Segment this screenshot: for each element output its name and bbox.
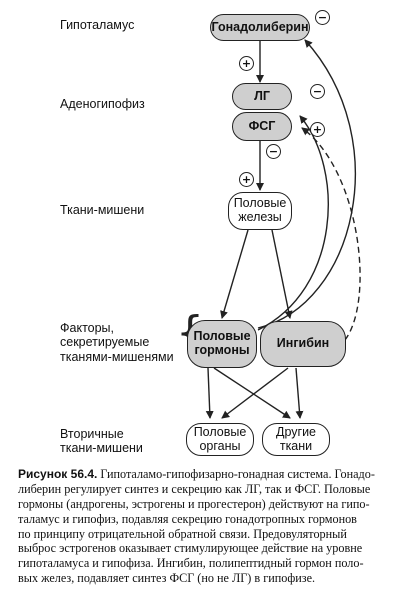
level-adenohypophysis: Аденогипофиз [60,97,145,111]
caption-line1: Рисунок 56.4. Гипоталамо-гипофизарно-гон… [18,467,406,482]
node-sex-hormones-line2: гормоны [194,343,250,357]
level-target-tissues: Ткани-мишени [60,203,145,217]
caption-line8: вых желез, подавляет синтез ФСГ (но не Л… [18,571,316,586]
feedback-inhibin-to-fsh [301,127,361,341]
arrow-gonads-to-sex-hormones [220,229,249,319]
level-hypothalamus: Гипоталамус [60,18,135,32]
arrow-gonads-to-inhibin [271,229,293,319]
caption-line5: по принципу отрицательной обратной связи… [18,526,347,541]
caption-line4: таламус и гипофиз, подавляя секрецию гон… [18,511,357,526]
arrow-inhibin-to-sex-organs [221,367,289,419]
plus-sign-gnrh-to-pituitary: + [239,56,254,71]
caption-lead: Рисунок 56.4. [18,467,98,481]
node-fsh: ФСГ [232,112,292,141]
node-gonads-line1: Половые [233,196,287,211]
level-factors: Факторы, секретируемые тканями-мишенями [60,321,174,364]
level-secondary-line2: ткани-мишени [60,441,143,456]
arrow-inhibin-to-other-tissues [295,367,304,419]
level-factors-line3: тканями-мишенями [60,349,174,364]
level-factors-line1: Факторы, [60,321,115,335]
arrow-sex-hormones-to-sex-organs [205,367,214,419]
minus-sign-pituitary-feedback: − [310,84,325,99]
node-other-tissues-line2: ткани [279,438,313,453]
caption-line7: гипоталамуса и гипофиза. Ингибин, полипе… [18,556,364,571]
arrow-sex-hormones-to-other-tissues [213,367,291,419]
node-gonads-line2: железы [238,210,282,224]
level-secondary-line1: Вторичные [60,427,124,441]
node-sex-organs-line1: Половые [193,424,247,439]
node-inhibin: Ингибин [260,321,346,367]
plus-sign-pituitary-to-gonads: + [239,172,254,187]
caption-line3: гормоны (андрогены, эстрогены и прогесте… [18,496,370,511]
level-factors-line2: секретируемые [60,335,150,350]
caption-line6: выброс эстрогенов оказывает стимулирующе… [18,541,363,556]
plus-sign-pituitary-feedback: + [310,122,325,137]
minus-sign-inhibin-to-fsh: − [266,144,281,159]
level-secondary-targets: Вторичные ткани-мишени [60,427,143,456]
node-sex-hormones-line1: Половые [193,329,251,344]
minus-sign-hypothalamus-feedback: − [315,10,330,25]
node-lh: ЛГ [232,83,292,110]
caption-line2: либерин регулирует синтез и секрецию как… [18,481,371,496]
node-gonadoliberin: Гонадолиберин [210,14,310,41]
node-gonads: Половые железы [228,192,292,230]
figure-caption: Рисунок 56.4. Гипоталамо-гипофизарно-гон… [18,467,406,586]
caption-line1-text: Гипоталамо-гипофизарно-гонадная система.… [100,467,375,481]
node-other-tissues-line1: Другие [275,424,317,439]
diagram-arrows [205,39,361,419]
node-other-tissues: Другие ткани [262,423,330,456]
node-sex-organs: Половые органы [186,423,254,456]
node-sex-hormones: Половые гормоны [187,320,257,368]
node-sex-organs-line2: органы [199,438,241,453]
